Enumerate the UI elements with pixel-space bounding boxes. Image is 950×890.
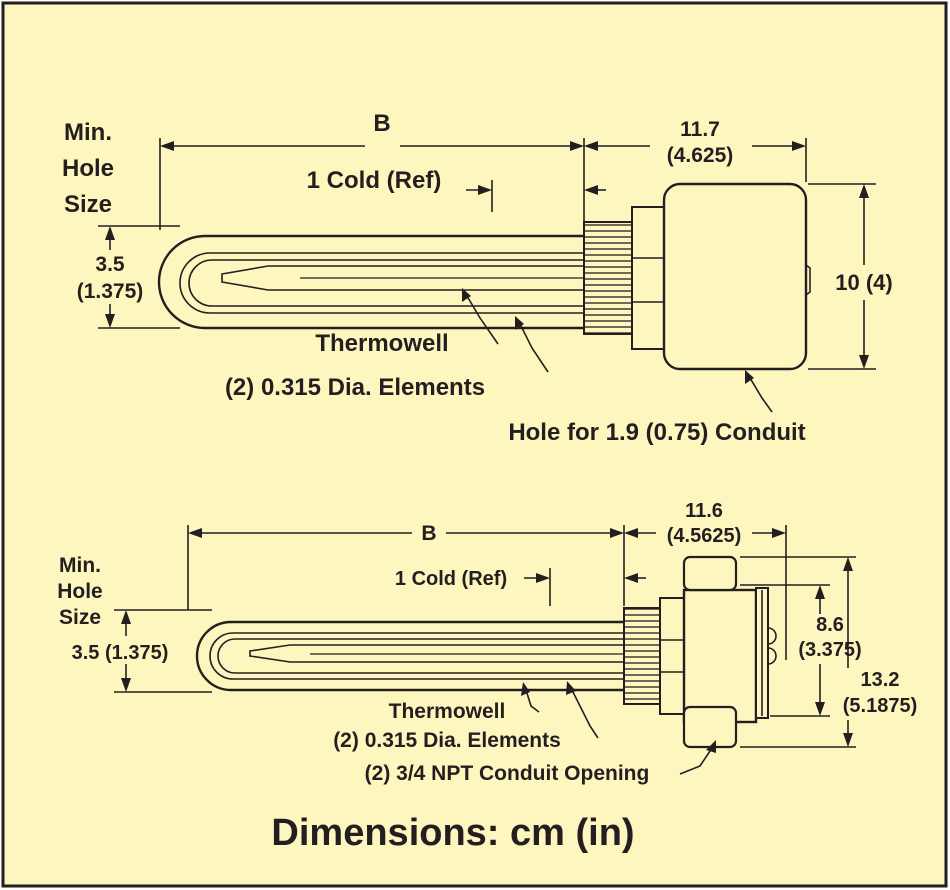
top-thermowell-outline [157,234,584,330]
bottom-hole-dia-label: 3.5 (1.375) [72,642,169,664]
bottom-conduit-boss-bottom [682,705,738,749]
bottom-min-hole-line3: Size [59,606,101,629]
bottom-outer-height-cm: 13.2 [861,669,900,691]
top-thermowell-probe [221,265,584,291]
top-b-label: B [373,110,390,137]
top-conduit-label: Hole for 1.9 (0.75) Conduit [508,419,805,446]
top-terminal-housing [662,182,808,371]
top-hole-dia-cm: 3.5 [95,253,125,276]
bottom-head-length-cm: 11.6 [685,500,723,522]
bottom-b-label: B [421,522,436,545]
dimensions-units-title: Dimensions: cm (in) [271,812,634,854]
top-heater-drawing: Min. Hole Size B 1 Cold (Ref) 11.7 (4.62… [62,110,893,446]
bottom-head-length-in: (4.5625) [667,525,742,547]
bottom-element-loop-inner [217,638,624,674]
bottom-elements-label: (2) 0.315 Dia. Elements [333,729,561,752]
bottom-conduit-label: (2) 3/4 NPT Conduit Opening [365,762,650,785]
top-element-loop-outer [179,252,584,314]
bottom-thermowell-outline [195,620,624,692]
bottom-terminal-housing [682,588,758,724]
top-head-length-cm: 11.7 [680,118,720,141]
bottom-element-loop-outer [209,632,624,680]
bottom-inner-height-in: (3.375) [798,639,861,661]
bottom-threaded-fitting [623,607,661,705]
top-head-length-in: (4.625) [667,144,734,167]
bottom-heater-drawing: Min. Hole Size B 1 Cold (Ref) 11.6 (4.56… [57,500,917,785]
bottom-outer-height-in: (5.1875) [843,695,918,717]
bottom-hex-nut [659,597,685,715]
top-height-label: 10 (4) [835,270,892,295]
top-hole-dia-in: (1.375) [77,280,144,303]
bottom-thermowell-label: Thermowell [389,700,506,723]
top-cold-ref-label: 1 Cold (Ref) [307,167,442,194]
bottom-min-hole-line1: Min. [59,554,101,577]
top-hex-nut [631,206,665,350]
top-min-hole-line3: Size [64,191,112,218]
top-min-hole-line2: Hole [62,155,114,182]
bottom-cold-ref-label: 1 Cold (Ref) [395,568,507,590]
bottom-min-hole-line2: Hole [57,580,103,603]
top-element-loop-inner [188,259,584,307]
bottom-thermowell-probe [249,644,624,663]
top-thermowell-label: Thermowell [315,330,448,357]
top-min-hole-line1: Min. [64,119,112,146]
bottom-conduit-boss-top [682,555,738,592]
top-elements-label: (2) 0.315 Dia. Elements [225,374,485,401]
bottom-inner-height-cm: 8.6 [816,614,844,636]
top-threaded-fitting [583,221,633,335]
